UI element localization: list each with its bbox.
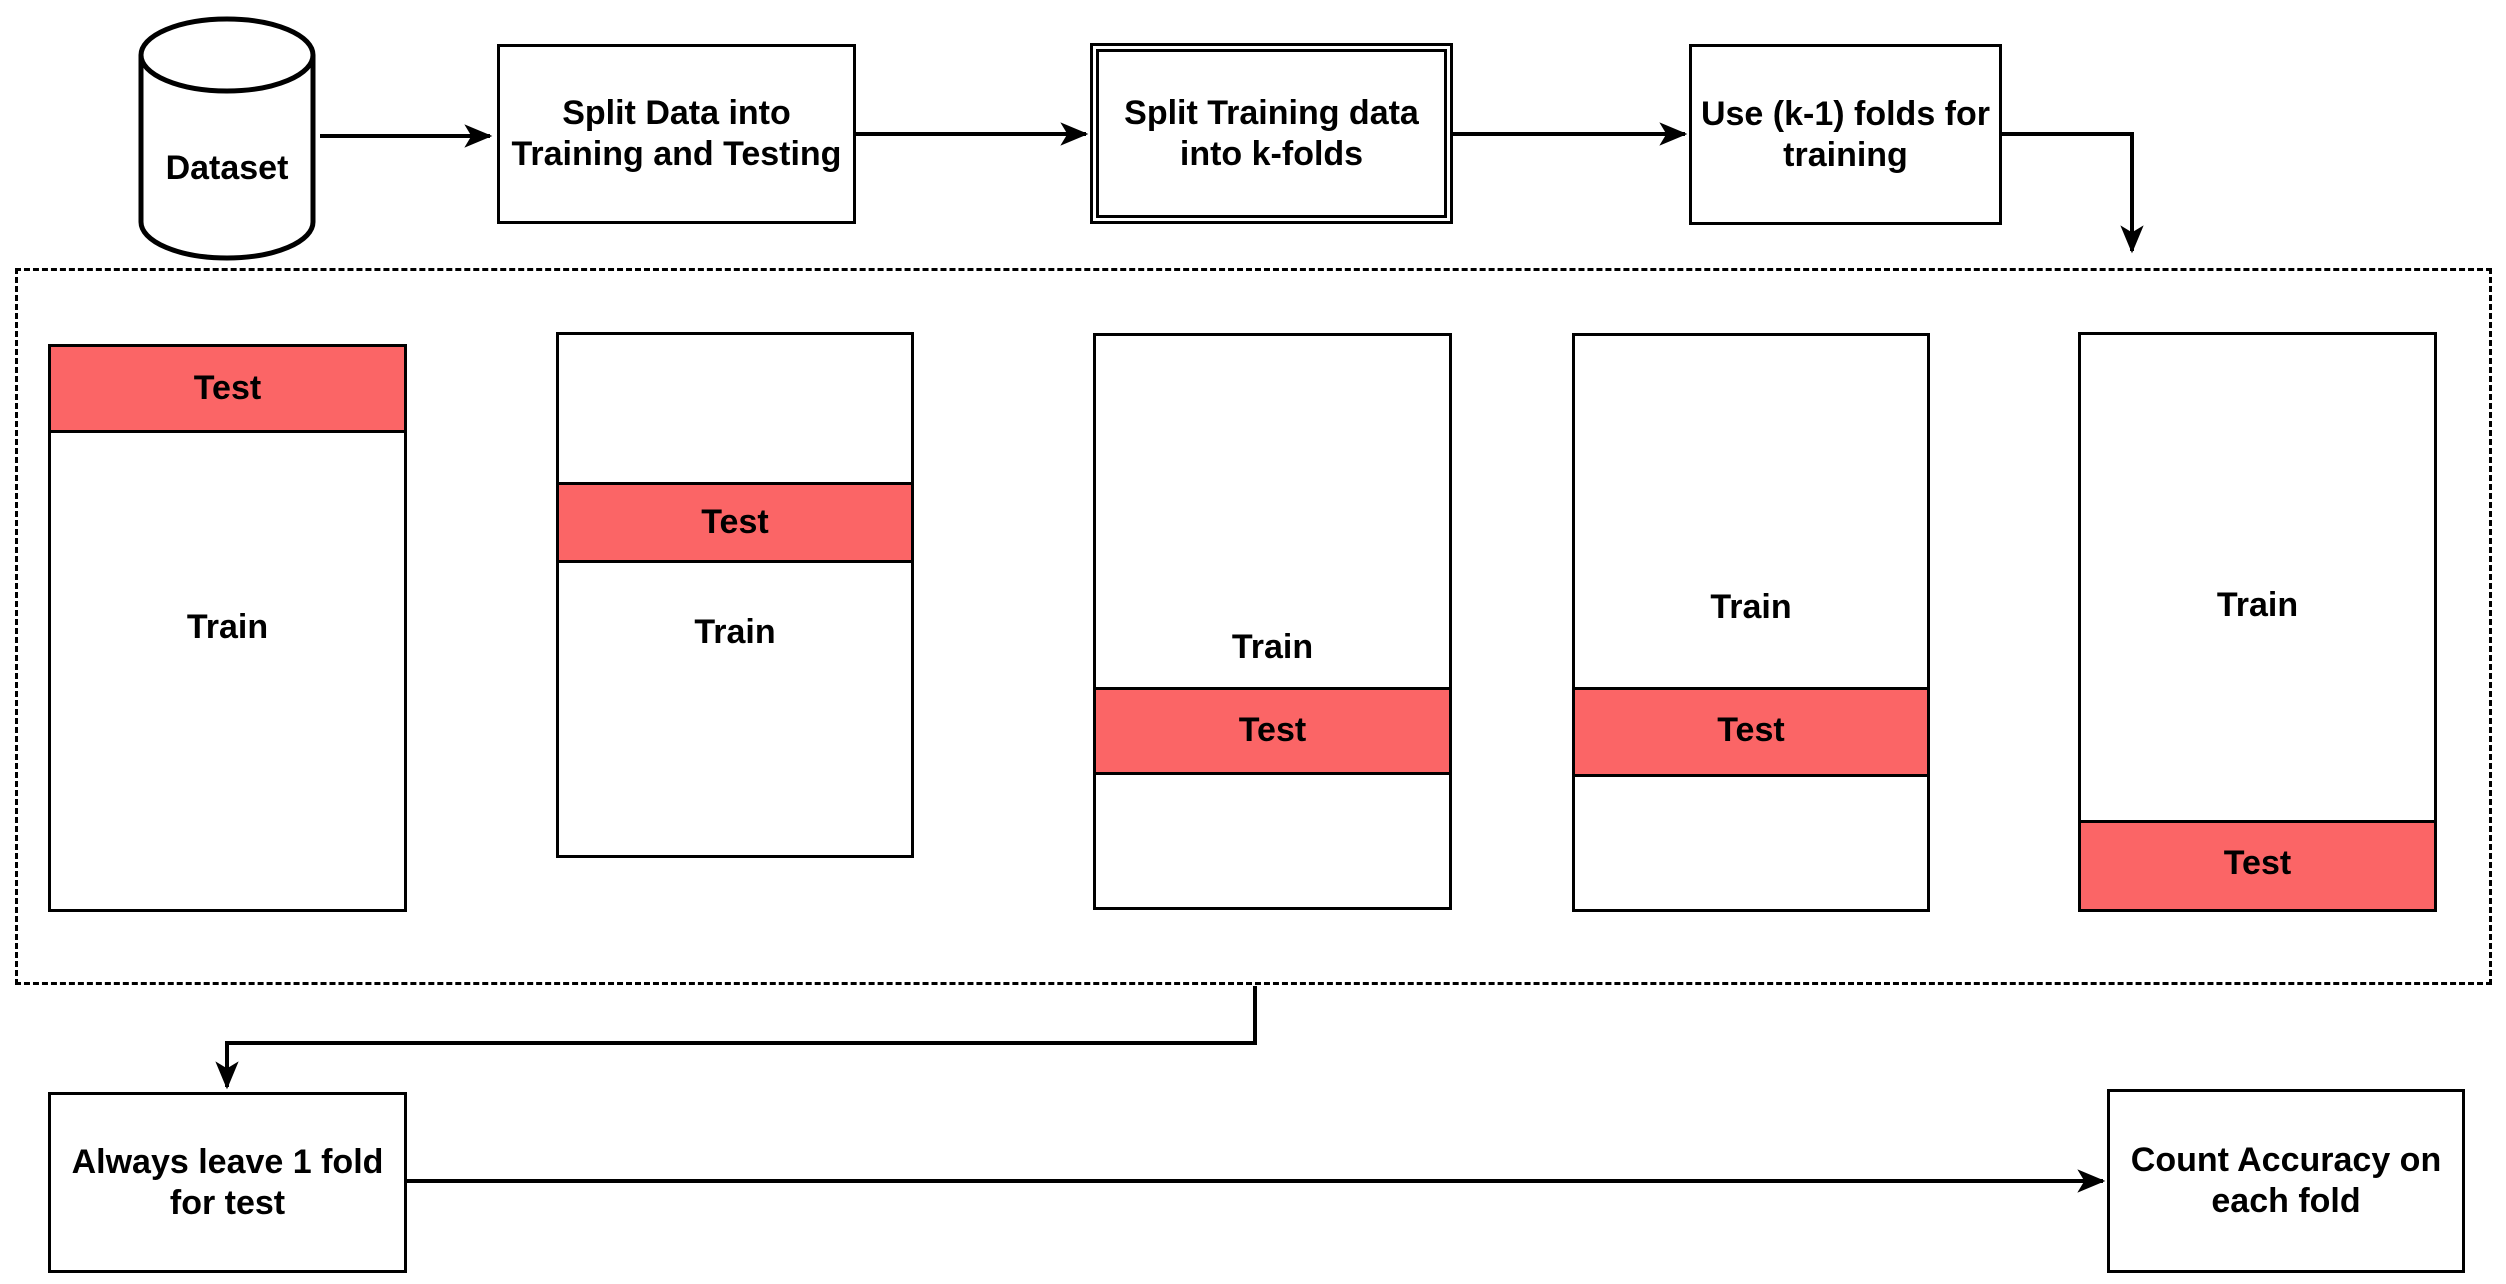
fold-2-test-segment [559,482,911,563]
fold-3-train-label: Train [1231,628,1314,666]
fold-5-test-label: Test [2223,844,2292,882]
dataset-cylinder: Dataset [137,15,317,262]
fold-1-test-segment [51,347,404,433]
arrow-folds-region-to-leave-one-icon [215,986,1257,1090]
step-split-training-kfolds-box: Split Training data into k-folds [1090,43,1453,224]
fold-5-train-label: Train [2216,586,2299,624]
fold-5-test-segment [2081,820,2434,909]
database-icon [138,16,316,261]
fold-1: Test Train [48,344,407,912]
fold-4-train-label: Train [1710,588,1792,626]
fold-1-train-label: Train [186,608,269,646]
fold-3-test-segment [1096,687,1449,775]
fold-1-test-label: Test [193,369,262,407]
fold-3-test-label: Test [1238,711,1307,749]
fold-2-train-label: Train [694,613,776,651]
step-count-accuracy-box: Count Accuracy on each fold [2107,1089,2465,1273]
fold-4-test-segment [1575,687,1927,777]
fold-5: Train Test [2078,332,2437,912]
fold-3: Train Test [1093,333,1452,910]
fold-2-test-label: Test [701,503,769,541]
fold-4: Train Test [1572,333,1930,912]
arrow-use-to-folds-region-icon [2002,132,2144,254]
dataset-label: Dataset [165,149,289,187]
step-leave-one-fold-box: Always leave 1 fold for test [48,1092,407,1273]
step-split-data-box: Split Data into Training and Testing [497,44,856,224]
step-use-k1-folds-box: Use (k-1) folds for training [1689,44,2002,225]
fold-4-test-label: Test [1717,711,1785,749]
fold-2: Test Train [556,332,914,858]
